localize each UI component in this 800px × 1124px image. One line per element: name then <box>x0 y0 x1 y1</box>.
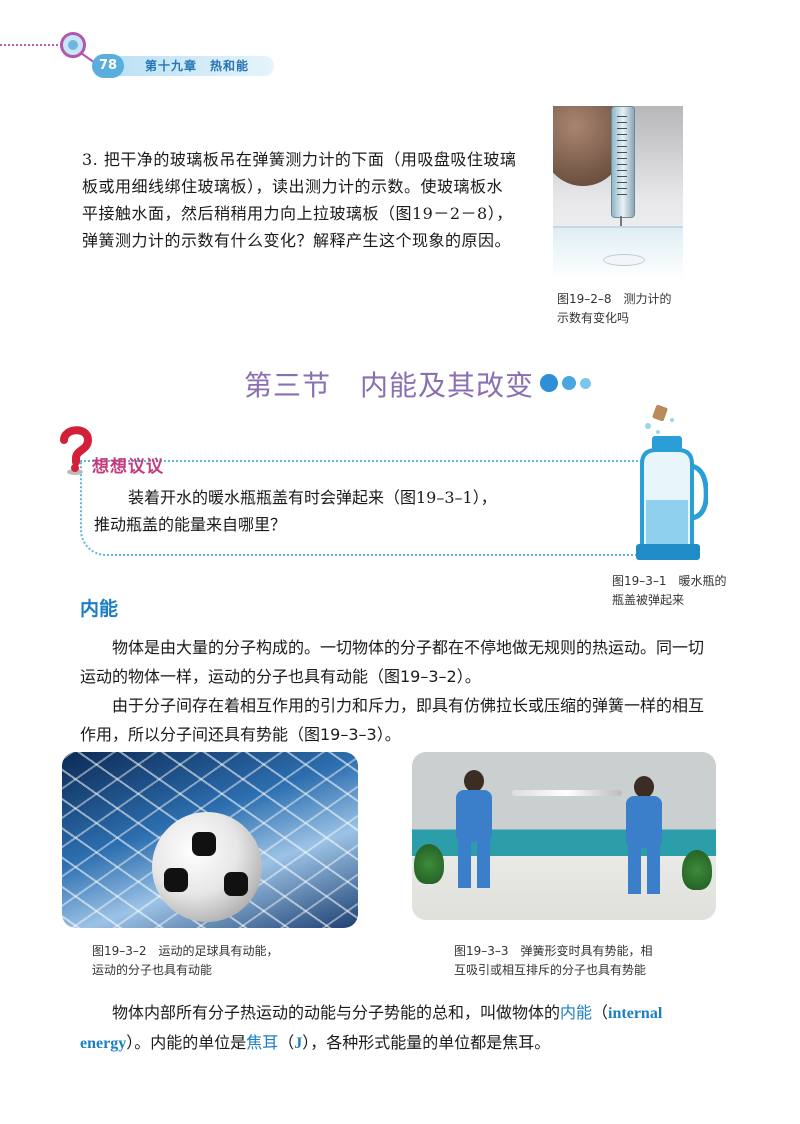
caption-line: 图19–3–3 弹簧形变时具有势能，相 <box>454 944 653 958</box>
text-span: ），各种形式能量的单位都是焦耳。 <box>302 1033 551 1052</box>
caption-line: 示数有变化吗 <box>557 311 630 325</box>
caption-line: 互吸引或相互排斥的分子也具有势能 <box>454 963 647 977</box>
question-mark-icon <box>60 426 93 475</box>
figure-19-3-3-photo <box>412 752 716 920</box>
term-symbol: J <box>294 1035 303 1052</box>
plant-image <box>414 844 444 884</box>
water-basin <box>553 226 683 278</box>
term-joule: 焦耳 <box>246 1033 279 1052</box>
caption-line: 图19–3–2 运动的足球具有动能， <box>92 944 279 958</box>
figure-19-3-2-photo <box>62 752 358 928</box>
ball-patch <box>164 868 188 892</box>
figure-19-2-8-caption: 图19–2–8 测力计的 示数有变化吗 <box>557 290 672 328</box>
text-span: 物体内部所有分子热运动的动能与分子势能的总和，叫做物体的 <box>112 1003 561 1022</box>
thermos-bottle-image <box>636 404 708 560</box>
chapter-title: 第十九章 热和能 <box>145 59 250 73</box>
paragraph-1: 物体是由大量的分子构成的。一切物体的分子都在不停地做无规则的热运动。同一切运动的… <box>80 638 705 686</box>
paragraph-3: 物体内部所有分子热运动的动能与分子势能的总和，叫做物体的内能（internal … <box>80 998 720 1058</box>
header-dotted-line <box>0 44 62 46</box>
ball-patch <box>224 872 248 896</box>
term-internal-energy: 内能 <box>560 1003 593 1022</box>
text-span: （ <box>278 1033 295 1052</box>
title-dot-icon <box>562 376 576 390</box>
caption-line: 图19–3–1 暖水瓶的 <box>612 574 727 588</box>
think-line: 推动瓶盖的能量来自哪里？ <box>94 515 287 534</box>
ball-patch <box>192 832 216 856</box>
figure-19-3-2-caption: 图19–3–2 运动的足球具有动能， 运动的分子也具有动能 <box>92 942 279 980</box>
think-discuss-box <box>80 460 642 556</box>
section-title: 第三节 内能及其改变 <box>244 369 535 402</box>
caption-line: 瓶盖被弹起来 <box>612 593 685 607</box>
think-discuss-label: 想想议议 <box>92 457 164 477</box>
title-dot-icon <box>540 374 558 392</box>
caption-line: 运动的分子也具有动能 <box>92 963 213 977</box>
text-span: ）。内能的单位是 <box>126 1033 247 1052</box>
page-number: 78 <box>92 54 124 78</box>
body-paragraphs: 物体是由大量的分子构成的。一切物体的分子都在不停地做无规则的热运动。同一切运动的… <box>80 633 710 749</box>
student-right-image <box>622 776 666 896</box>
exercise-3-text: 3. 把干净的玻璃板吊在弹簧测力计的下面（用吸盘吸住玻璃板或用细线绑住玻璃板），… <box>82 150 517 250</box>
text-span: （ <box>592 1003 609 1022</box>
title-dot-icon <box>580 378 591 389</box>
subsection-heading: 内能 <box>80 598 119 620</box>
caption-line: 图19–2–8 测力计的 <box>557 292 672 306</box>
figure-19-3-3-caption: 图19–3–3 弹簧形变时具有势能，相 互吸引或相互排斥的分子也具有势能 <box>454 942 653 980</box>
spring-image <box>512 790 622 796</box>
plant-image <box>682 850 712 890</box>
scale-ticks <box>617 116 627 196</box>
paragraph-2: 由于分子间存在着相互作用的引力和斥力，即具有仿佛拉长或压缩的弹簧一样的相互作用，… <box>80 696 705 744</box>
header-circle-icon <box>60 32 86 58</box>
student-left-image <box>452 770 496 890</box>
figure-19-3-1-caption: 图19–3–1 暖水瓶的 瓶盖被弹起来 <box>612 572 727 610</box>
think-line: 装着开水的暖水瓶瓶盖有时会弹起来（图19–3–1）， <box>128 488 497 507</box>
term-english: internal energy <box>80 1005 663 1052</box>
think-discuss-text: 装着开水的暖水瓶瓶盖有时会弹起来（图19–3–1）， 推动瓶盖的能量来自哪里？ <box>94 484 594 538</box>
glass-plate <box>603 254 645 266</box>
header-bar <box>102 56 274 76</box>
soccer-ball-image <box>152 812 262 922</box>
figure-19-2-8-photo <box>553 106 683 278</box>
